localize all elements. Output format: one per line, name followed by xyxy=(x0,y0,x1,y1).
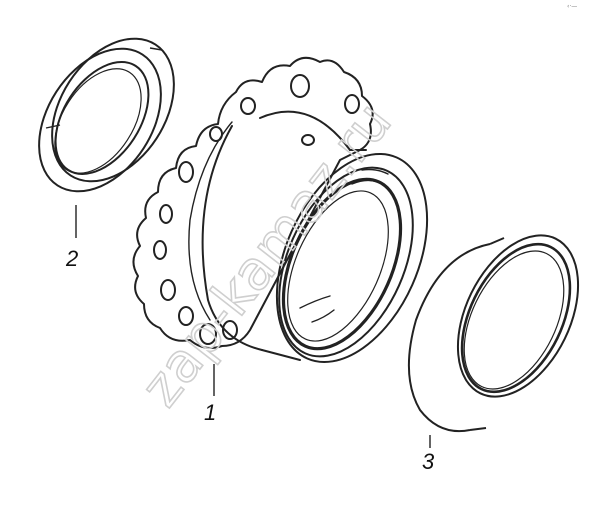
callout-part-2: 2 xyxy=(65,246,78,271)
callout-part-1: 1 xyxy=(204,400,216,425)
callout-part-3: 3 xyxy=(422,449,435,474)
hub-housing-part-1 xyxy=(132,56,429,364)
corner-mark: ‹·— xyxy=(567,3,577,10)
leader-lines xyxy=(75,205,431,448)
watermark-text: zap-kamaz.ru xyxy=(129,91,404,418)
bearing-cup-part-3 xyxy=(407,234,580,432)
bearing-ring-part-2 xyxy=(38,37,175,193)
